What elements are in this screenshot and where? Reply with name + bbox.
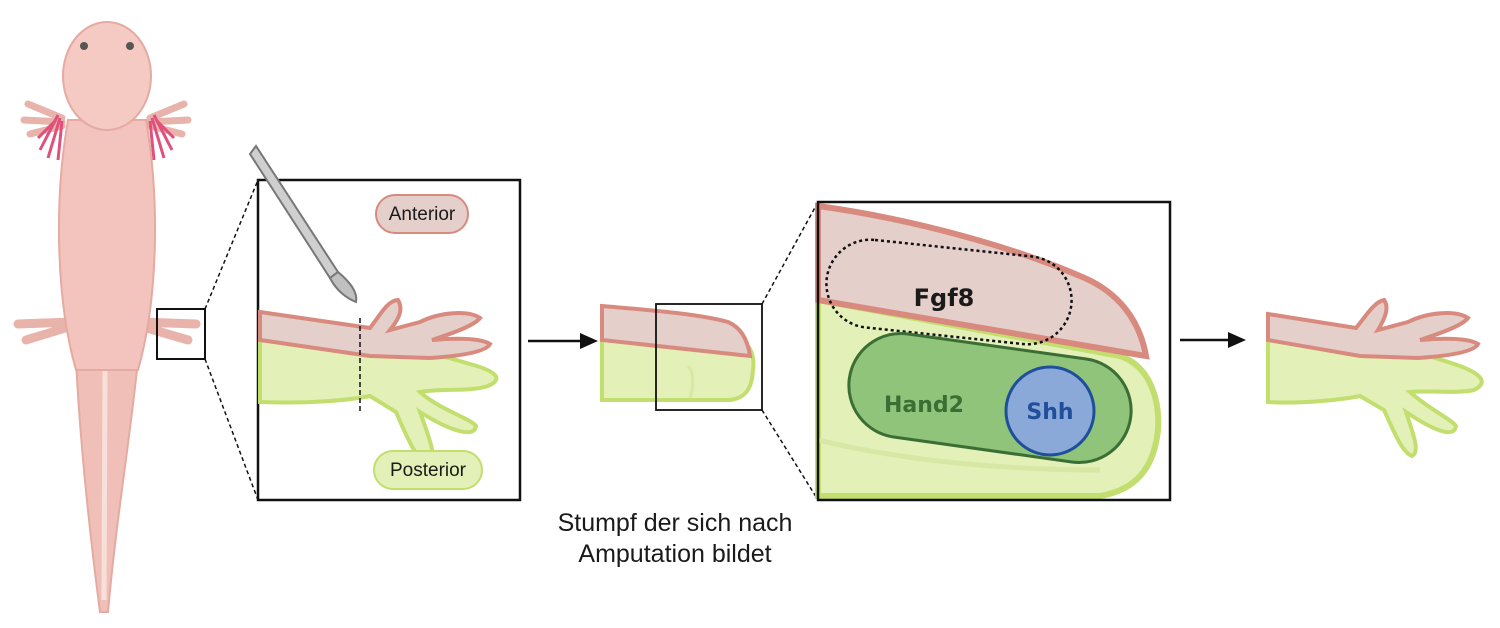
regenerated-limb-icon xyxy=(1266,297,1484,459)
anterior-label: Anterior xyxy=(389,204,456,225)
zoom-lines-2 xyxy=(761,201,819,501)
stump-caption: Stumpf der sich nach Amputation bildet xyxy=(505,508,845,570)
hand2-label: Hand2 xyxy=(884,393,964,418)
blastema-panel: Fgf8 Hand2 Shh xyxy=(815,200,1172,502)
arrow-right-icon xyxy=(528,333,598,349)
axolotl-icon xyxy=(13,21,206,613)
stump-icon xyxy=(600,303,763,411)
posterior-label: Posterior xyxy=(390,460,467,481)
scalpel-icon xyxy=(248,144,358,304)
zoom-lines-1 xyxy=(204,179,259,501)
arrow-right-icon-2 xyxy=(1180,332,1246,348)
caption-line-1: Stumpf der sich nach xyxy=(557,509,793,537)
caption-line-2: Amputation bildet xyxy=(578,540,772,568)
fgf8-label: Fgf8 xyxy=(914,284,975,312)
shh-label: Shh xyxy=(1026,400,1073,425)
